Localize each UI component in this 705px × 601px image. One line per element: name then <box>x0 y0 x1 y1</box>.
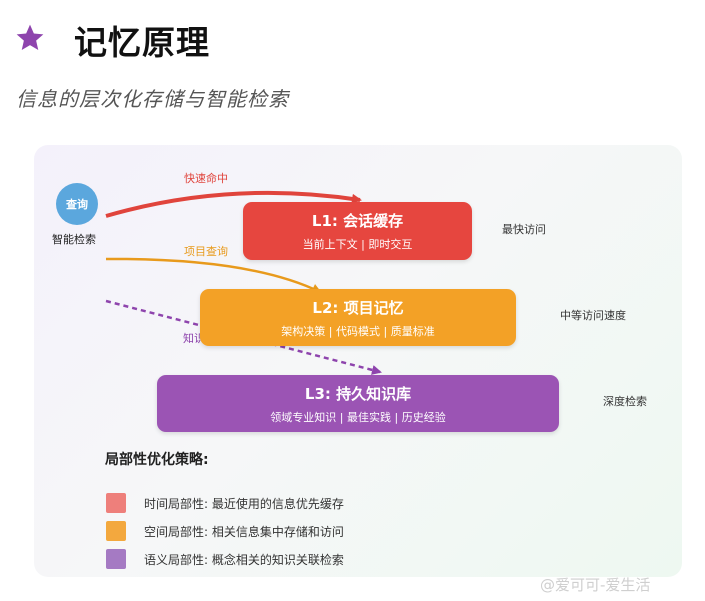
level-l3-box: L3: 持久知识库 领域专业知识 | 最佳实践 | 历史经验 <box>157 375 559 432</box>
watermark: @爱可可-爱生活 <box>540 576 651 594</box>
star-icon <box>16 24 44 50</box>
legend-swatch-semantic <box>106 549 126 569</box>
level-l3-title: L3: 持久知识库 <box>304 384 412 403</box>
legend-text-spatial: 空间局部性: 相关信息集中存储和访问 <box>144 524 344 539</box>
legend-row-spatial: 空间局部性: 相关信息集中存储和访问 <box>106 521 344 541</box>
page-title: 记忆原理 <box>74 23 210 62</box>
project-query-label: 项目查询 <box>184 245 228 258</box>
level-l1-box: L1: 会话缓存 当前上下文 | 即时交互 <box>243 202 472 260</box>
level-l3-desc: 领域专业知识 | 最佳实践 | 历史经验 <box>270 410 446 424</box>
level-l3-speed: 深度检索 <box>603 395 647 408</box>
legend-row-temporal: 时间局部性: 最近使用的信息优先缓存 <box>106 493 344 513</box>
strategy-title: 局部性优化策略: <box>105 452 209 468</box>
legend-swatch-spatial <box>106 521 126 541</box>
legend-text-semantic: 语义局部性: 概念相关的知识关联检索 <box>144 552 344 567</box>
level-l2-title: L2: 项目记忆 <box>312 298 404 317</box>
level-l1-desc: 当前上下文 | 即时交互 <box>302 238 413 251</box>
legend-text-temporal: 时间局部性: 最近使用的信息优先缓存 <box>144 496 344 511</box>
query-label: 智能检索 <box>52 233 96 246</box>
knowledge-mining-arrow <box>105 299 382 375</box>
level-l2-box: L2: 项目记忆 架构决策 | 代码模式 | 质量标准 <box>200 289 516 346</box>
level-l2-speed: 中等访问速度 <box>560 309 626 322</box>
level-l2-desc: 架构决策 | 代码模式 | 质量标准 <box>281 324 435 338</box>
legend-row-semantic: 语义局部性: 概念相关的知识关联检索 <box>106 549 344 569</box>
fast-hit-arrow <box>105 190 362 218</box>
page-subtitle: 信息的层次化存储与智能检索 <box>16 87 289 111</box>
level-l1-title: L1: 会话缓存 <box>311 212 404 230</box>
project-query-arrow <box>105 257 322 294</box>
fast-hit-label: 快速命中 <box>184 172 228 185</box>
legend-swatch-temporal <box>106 493 126 513</box>
query-node: 查询 <box>56 183 98 225</box>
level-l1-speed: 最快访问 <box>502 223 546 236</box>
